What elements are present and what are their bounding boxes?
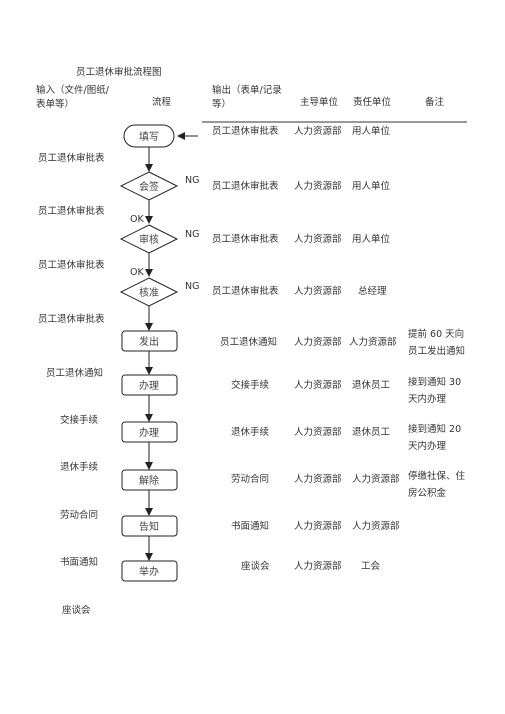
row-lead: 人力资源部 (294, 234, 342, 245)
node-label: 解除 (139, 474, 159, 487)
ng-label: NG (185, 175, 199, 186)
row-output: 员工退休审批表 (212, 126, 279, 137)
row-output: 劳动合同 (231, 474, 270, 485)
row-resp: 用人单位 (352, 181, 391, 192)
row-output: 员工退休审批表 (212, 286, 279, 297)
header-output: 输出（表单/记录等） (212, 85, 282, 110)
node-label: 核准 (139, 286, 159, 299)
row-note: 接到通知 20 天内办理 (408, 424, 462, 452)
header-process: 流程 (152, 97, 172, 108)
header-lead: 主导单位 (300, 97, 339, 108)
input-label: 劳动合同 (60, 510, 99, 521)
row-note: 停缴社保、住房公积金 (408, 471, 466, 499)
node-label: 会签 (139, 180, 159, 193)
row-note: 接到通知 30 天内办理 (408, 377, 462, 405)
header-input: 输入（文件/图纸/表单等） (36, 85, 109, 110)
ng-label: NG (185, 229, 199, 240)
row-output: 座谈会 (241, 561, 270, 572)
row-resp: 退休员工 (352, 427, 391, 438)
row-resp: 工会 (361, 561, 381, 572)
ok-label: OK (130, 214, 144, 225)
node-label: 办理 (139, 379, 159, 392)
node-label: 举办 (139, 565, 159, 578)
header-resp: 责任单位 (353, 97, 392, 108)
node-label: 审核 (139, 233, 159, 246)
row-resp: 用人单位 (352, 234, 391, 245)
ng-label: NG (185, 281, 199, 292)
ok-label: OK (130, 267, 144, 278)
row-output: 退休手续 (231, 427, 270, 438)
input-label: 座谈会 (62, 605, 91, 616)
row-lead: 人力资源部 (294, 380, 342, 391)
node-label: 填写 (139, 130, 159, 143)
row-lead: 人力资源部 (294, 286, 342, 297)
row-output: 员工退休审批表 (212, 234, 279, 245)
row-note: 提前 60 天向员工发出通知 (408, 329, 466, 357)
input-label: 退休手续 (60, 462, 99, 473)
row-resp: 人力资源部 (352, 521, 400, 532)
input-label: 员工退休通知 (46, 368, 104, 379)
node-label: 办理 (139, 426, 159, 439)
row-output: 员工退休审批表 (212, 181, 279, 192)
node-label: 告知 (139, 520, 159, 533)
node-label: 发出 (139, 335, 159, 348)
node-process (121, 560, 178, 582)
row-lead: 人力资源部 (294, 561, 342, 572)
row-resp: 总经理 (358, 286, 387, 297)
row-output: 书面通知 (231, 521, 270, 532)
row-lead: 人力资源部 (294, 181, 342, 192)
row-lead: 人力资源部 (294, 126, 342, 137)
row-lead: 人力资源部 (294, 521, 342, 532)
input-label: 员工退休审批表 (38, 260, 105, 271)
row-lead: 人力资源部 (294, 337, 342, 348)
input-label: 员工退休审批表 (38, 153, 105, 164)
row-lead: 人力资源部 (294, 474, 342, 485)
row-output: 员工退休通知 (220, 337, 278, 348)
row-resp: 人力资源部 (352, 474, 400, 485)
input-label: 交接手续 (60, 415, 99, 426)
row-lead: 人力资源部 (294, 427, 342, 438)
row-output: 交接手续 (231, 380, 270, 391)
input-label: 员工退休审批表 (38, 206, 105, 217)
input-label: 员工退休审批表 (38, 314, 105, 325)
row-resp: 用人单位 (352, 126, 391, 137)
header-note: 备注 (425, 97, 445, 108)
input-label: 书面通知 (60, 557, 99, 568)
page-title: 员工退休审批流程图 (76, 67, 162, 78)
row-resp: 退休员工 (352, 380, 391, 391)
row-resp: 人力资源部 (349, 337, 397, 348)
